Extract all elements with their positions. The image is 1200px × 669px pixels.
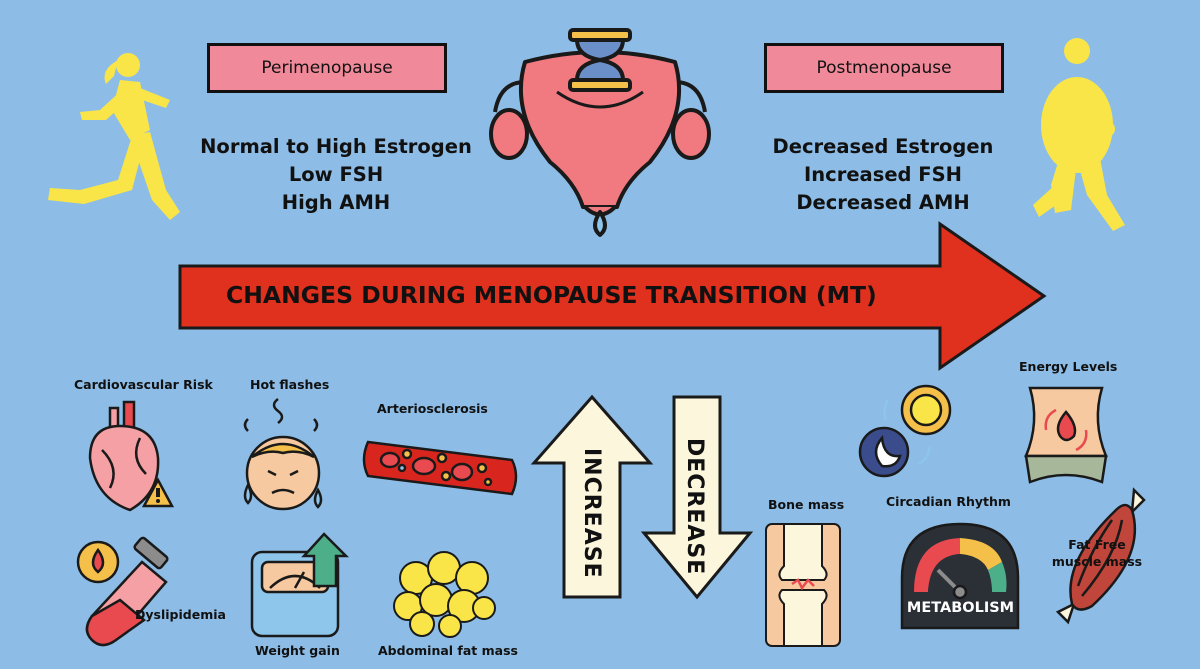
perimenopause-label: Perimenopause: [261, 58, 393, 78]
postmenopause-box: Postmenopause: [764, 43, 1004, 93]
cardiovascular-risk-label: Cardiovascular Risk: [74, 377, 213, 392]
bone-mass-label: Bone mass: [768, 497, 845, 512]
abdominal-fat-mass-label: Abdominal fat mass: [378, 643, 518, 658]
weight-scale-icon: [250, 532, 350, 638]
postmenopause-label: Postmenopause: [816, 58, 952, 78]
hormone-line: Normal to High Estrogen: [200, 135, 472, 158]
artery-plaque-icon: [362, 440, 518, 496]
bone-joint-icon: [765, 523, 841, 647]
metabolism-gauge-icon: [900, 522, 1020, 630]
heart-warning-icon: [88, 400, 175, 512]
running-woman-icon: [48, 53, 180, 220]
hormone-line: Decreased AMH: [796, 191, 970, 214]
hormone-line: Decreased Estrogen: [772, 135, 994, 158]
hormone-line: Low FSH: [288, 163, 384, 186]
blood-test-tube-icon: [76, 536, 169, 647]
dyslipidemia-label: Dyslipidemia: [135, 607, 226, 622]
energy-levels-label: Energy Levels: [1019, 359, 1118, 374]
muscle-icon: [1055, 487, 1146, 625]
sweating-face-icon: [243, 398, 323, 511]
hormone-line: High AMH: [281, 191, 391, 214]
perimenopause-box: Perimenopause: [207, 43, 447, 93]
metabolism-gauge-text: METABOLISM: [906, 600, 1015, 616]
day-night-cycle-icon: [858, 384, 952, 478]
decrease-label: DECREASE: [682, 438, 707, 576]
fat-free-muscle-mass-text: Fat Free muscle mass: [1051, 537, 1143, 569]
main-transition-arrow: [178, 221, 1047, 371]
weight-gain-label: Weight gain: [255, 643, 340, 658]
uterus-hourglass-icon: [489, 28, 711, 237]
fat-free-muscle-mass-label: Fat Free muscle mass: [1042, 536, 1152, 570]
circadian-rhythm-label: Circadian Rhythm: [886, 494, 1011, 509]
hormone-line: Increased FSH: [804, 163, 962, 186]
postmenopause-hormones: Decreased Estrogen Increased FSH Decreas…: [733, 133, 1033, 217]
perimenopause-hormones: Normal to High Estrogen Low FSH High AMH: [186, 133, 486, 217]
arteriosclerosis-label: Arteriosclerosis: [377, 401, 488, 416]
fat-cells-icon: [393, 551, 496, 638]
torso-energy-icon: [1024, 386, 1108, 484]
hot-flashes-label: Hot flashes: [250, 377, 330, 392]
increase-arrow: [530, 394, 654, 599]
main-arrow-label: CHANGES DURING MENOPAUSE TRANSITION (MT): [226, 281, 877, 309]
increase-label: INCREASE: [579, 448, 604, 579]
overweight-woman-icon: [1033, 38, 1125, 231]
decrease-arrow: [640, 395, 754, 600]
